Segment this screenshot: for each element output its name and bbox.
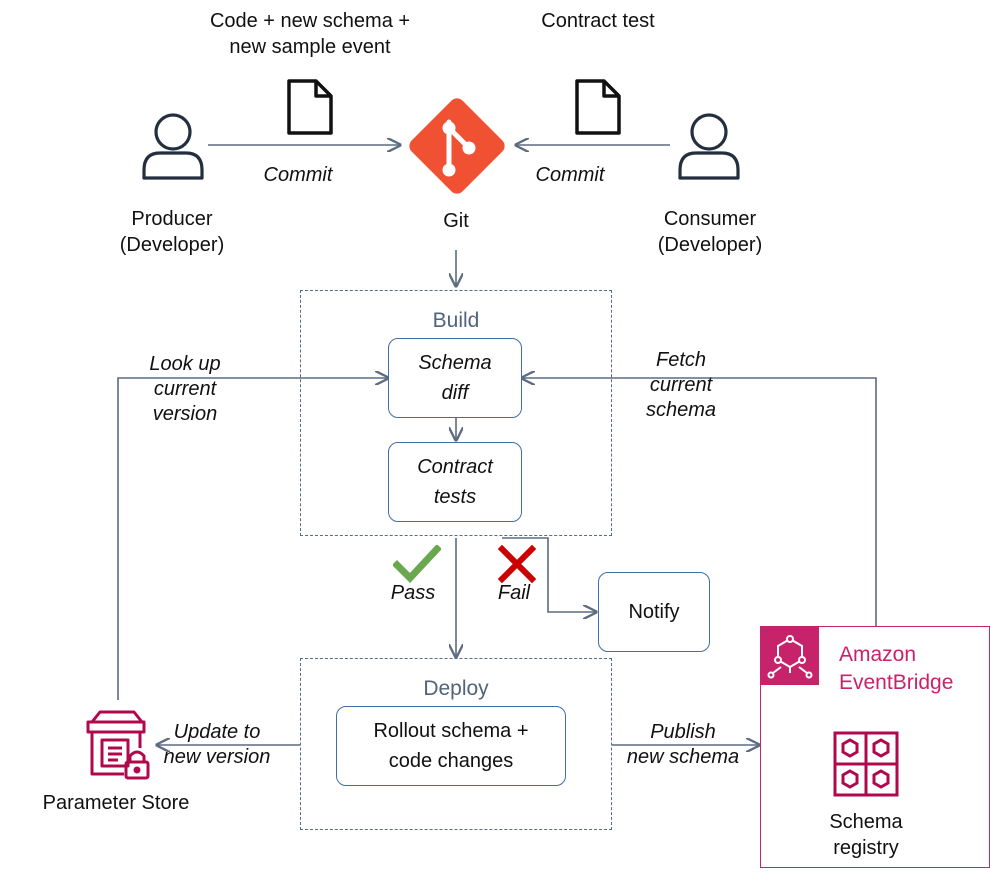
parameter-store-label: Parameter Store bbox=[42, 792, 190, 814]
producer-artifact-label: Code + new schema + new sample event bbox=[209, 10, 411, 58]
schema-registry-label: Schema registry bbox=[829, 811, 903, 859]
consumer-artifact-label: Contract test bbox=[541, 10, 655, 32]
document-icon bbox=[575, 79, 621, 135]
consumer-label: Consumer (Developer) bbox=[657, 208, 763, 256]
publish-label: Publish new schema bbox=[626, 721, 740, 768]
fail-label: Fail bbox=[497, 582, 531, 604]
build-title: Build bbox=[432, 309, 480, 332]
lookup-arrow bbox=[117, 378, 388, 700]
lookup-label: Look up current version bbox=[149, 353, 221, 425]
fetch-label: Fetch current schema bbox=[645, 349, 717, 421]
git-icon bbox=[409, 98, 505, 194]
eventbridge-container: Amazon EventBridge Schema registry bbox=[760, 626, 990, 868]
pass-label: Pass bbox=[390, 582, 436, 604]
check-icon bbox=[393, 545, 441, 583]
document-icon bbox=[287, 79, 333, 135]
eventbridge-title: Amazon EventBridge bbox=[839, 643, 954, 694]
commit-right-label: Commit bbox=[535, 164, 605, 186]
schema-registry-icon bbox=[833, 731, 899, 797]
user-icon bbox=[678, 113, 740, 180]
fail-to-notify-arrow bbox=[502, 537, 596, 612]
eventbridge-icon bbox=[761, 627, 819, 685]
rollout-box: Rollout schema + code changes bbox=[336, 706, 566, 786]
user-icon bbox=[142, 113, 204, 180]
git-label: Git bbox=[443, 210, 469, 232]
schema-diff-box: Schema diff bbox=[388, 338, 522, 418]
producer-label: Producer (Developer) bbox=[119, 208, 225, 256]
cross-icon bbox=[498, 545, 536, 583]
contract-tests-box: Contract tests bbox=[388, 442, 522, 522]
fetch-arrow bbox=[522, 378, 877, 626]
parameter-store-icon bbox=[86, 710, 150, 780]
update-label: Update to new version bbox=[163, 721, 271, 768]
build-group: Build bbox=[300, 290, 612, 536]
notify-box: Notify bbox=[598, 572, 710, 652]
deploy-group: Deploy bbox=[300, 658, 612, 830]
commit-left-label: Commit bbox=[263, 164, 333, 186]
deploy-title: Deploy bbox=[423, 677, 489, 700]
